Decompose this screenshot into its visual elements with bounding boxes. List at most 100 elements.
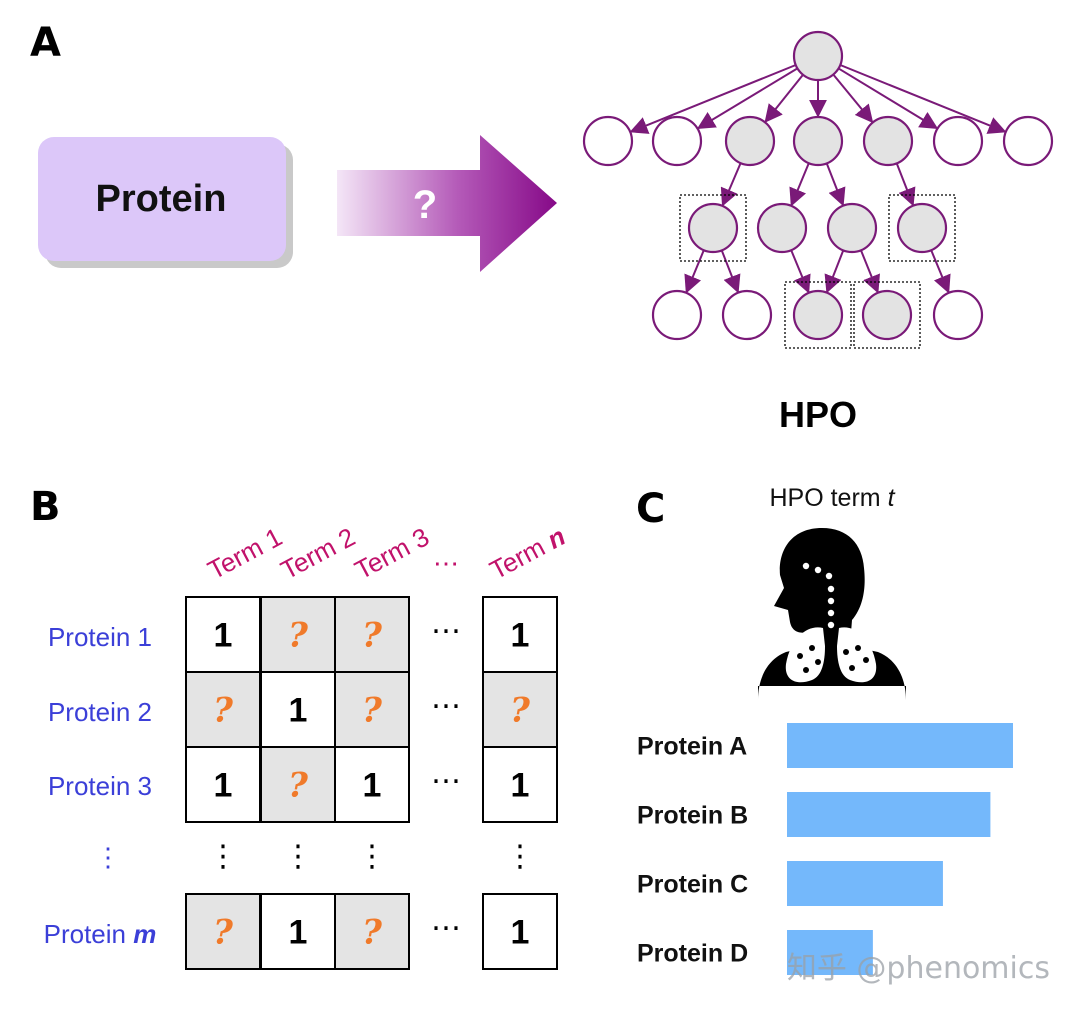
hpo-node-root — [792, 30, 844, 82]
hpo-node-b3 — [792, 289, 844, 341]
hpo-node-l7 — [1002, 115, 1054, 167]
hpo-term-highlight-box — [784, 281, 852, 349]
hpo-term-prefix: HPO term — [769, 484, 887, 512]
protein-box: Protein — [38, 137, 293, 268]
row-header-protein-2: Protein 2 — [48, 697, 152, 727]
matrix-cell — [185, 746, 261, 823]
matrix-cell — [334, 671, 410, 748]
hpo-term-label: HPO term t — [769, 484, 895, 512]
column-headers: Term 1 Term 2 Term 3 ⋯ Term n — [203, 521, 571, 585]
bar — [787, 723, 1013, 768]
matrix-cell-value: 1 — [289, 692, 308, 730]
hpo-title: HPO — [779, 394, 857, 435]
matrix-cell-unknown: ? — [362, 913, 383, 953]
hpo-node-m3 — [826, 202, 878, 254]
matrix-cell-unknown: ? — [288, 616, 309, 656]
hpo-node-l1 — [582, 115, 634, 167]
matrix-column-vdots: ⋮ — [208, 839, 238, 874]
matrix-row-ellipsis: ⋯ — [431, 614, 461, 649]
hpo-term-highlight-box — [853, 281, 921, 349]
hpo-term-highlight-box — [888, 194, 956, 262]
bar-label: Protein B — [637, 802, 748, 830]
hpo-node-b4 — [861, 289, 913, 341]
matrix-cell — [185, 893, 261, 970]
panel-letter-b: B — [30, 484, 61, 530]
matrix-cell-value: 1 — [511, 914, 530, 952]
column-header-term-3: Term 3 — [350, 522, 434, 586]
column-header-term-1: Term 1 — [203, 522, 287, 586]
matrix-cell — [334, 746, 410, 823]
hpo-node-l4 — [792, 115, 844, 167]
matrix-row-ellipsis: ⋯ — [431, 689, 461, 724]
column-header-term-n: Term n — [485, 521, 571, 585]
row-header-vdots: ⋮ — [95, 842, 121, 872]
term-n-prefix: Term — [485, 528, 556, 585]
prediction-arrow: ? — [337, 135, 557, 272]
panel-letter-c: C — [636, 486, 665, 532]
watermark: 知乎 @phenomics — [787, 951, 1050, 986]
matrix-column-vdots: ⋮ — [357, 839, 387, 874]
matrix-cell-value: 1 — [214, 617, 233, 655]
matrix-row-ellipsis: ⋯ — [431, 911, 461, 946]
row-header-protein-m: Protein m — [44, 919, 157, 949]
hpo-tree-edge — [895, 162, 916, 207]
bar — [787, 792, 991, 837]
bar-label: Protein A — [637, 733, 747, 761]
matrix-cell-unknown: ? — [213, 913, 234, 953]
hpo-tree-edge — [825, 162, 846, 207]
matrix-cell-unknown: ? — [362, 616, 383, 656]
hpo-node-l3 — [724, 115, 776, 167]
matrix-cell-value: 1 — [289, 914, 308, 952]
hpo-tree-edge — [790, 249, 811, 294]
column-header-ellipsis: ⋯ — [433, 548, 459, 578]
hpo-node-b2 — [721, 289, 773, 341]
matrix-cell-unknown: ? — [510, 691, 531, 731]
hpo-tree-edge — [824, 249, 845, 294]
hpo-tree-edge — [832, 73, 874, 124]
hpo-tree — [582, 30, 1054, 349]
hpo-node-b1 — [651, 289, 703, 341]
hpo-tree-edge — [860, 249, 880, 294]
matrix-cell-value: 1 — [511, 767, 530, 805]
matrix-cell — [185, 596, 261, 673]
protein-m-prefix: Protein — [44, 919, 134, 949]
matrix-cell-unknown: ? — [288, 766, 309, 806]
row-headers: Protein 1 Protein 2 Protein 3 ⋮ Protein … — [44, 622, 157, 949]
hpo-tree-edge — [720, 249, 741, 294]
matrix-column-vdots: ⋮ — [505, 839, 535, 874]
matrix-cell-unknown: ? — [213, 691, 234, 731]
matrix-cell — [260, 596, 336, 673]
matrix-cell — [260, 746, 336, 823]
arrow-question-mark: ? — [413, 183, 437, 227]
hpo-tree-edge — [684, 249, 705, 294]
hpo-tree-edge — [764, 74, 804, 123]
hpo-tree-edges — [629, 64, 1007, 294]
hpo-node-m1 — [687, 202, 739, 254]
bar-label: Protein C — [637, 871, 748, 899]
respiratory-figure-icon — [758, 528, 906, 700]
matrix-cell — [482, 596, 558, 673]
panel-letter-a: A — [30, 20, 61, 66]
hpo-tree-edge — [930, 249, 951, 294]
hpo-node-l2 — [651, 115, 703, 167]
bar — [787, 861, 943, 906]
matrix-column-vdots: ⋮ — [283, 839, 313, 874]
hpo-node-m2 — [756, 202, 808, 254]
matrix-row-ellipsis: ⋯ — [431, 764, 461, 799]
protein-box-label: Protein — [96, 178, 227, 220]
hpo-node-l5 — [862, 115, 914, 167]
matrix-cell — [260, 893, 336, 970]
hpo-term-var: t — [888, 484, 896, 512]
protein-m-var: m — [133, 919, 156, 949]
hpo-node-b5 — [932, 289, 984, 341]
hpo-node-l6 — [932, 115, 984, 167]
hpo-node-m4 — [896, 202, 948, 254]
matrix-cell-value: 1 — [511, 617, 530, 655]
hpo-tree-edge — [629, 64, 797, 134]
matrix-cell-value: 1 — [214, 767, 233, 805]
matrix-cell-value: 1 — [363, 767, 382, 805]
column-header-term-2: Term 2 — [276, 522, 360, 586]
